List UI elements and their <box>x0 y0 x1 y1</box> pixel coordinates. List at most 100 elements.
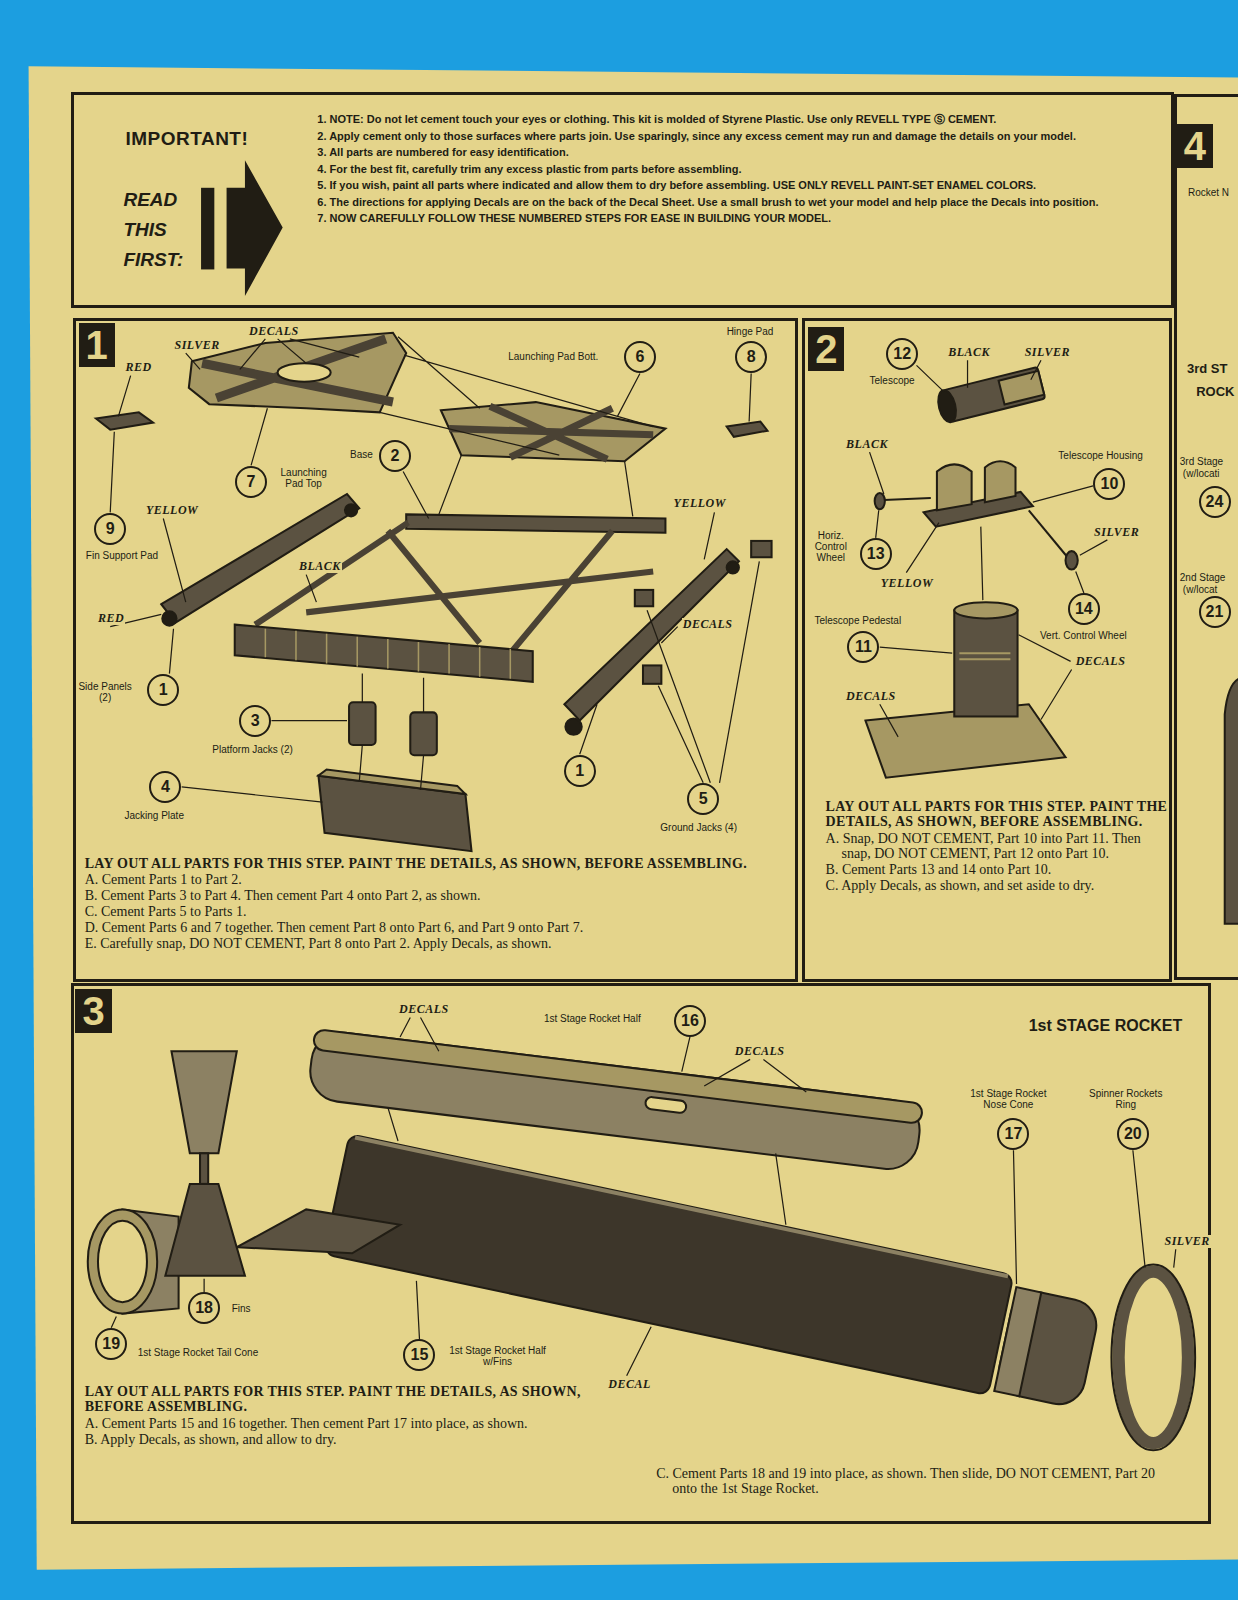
launch-pad-art <box>265 629 510 679</box>
launch-pad-art <box>162 611 176 625</box>
telescope-art <box>865 367 1077 778</box>
instruction-line: B. Cement Parts 13 and 14 onto Part 10. <box>826 862 1168 877</box>
rocket-art <box>88 1209 157 1313</box>
part-name: 1st Stage Rocket Half w/Fins <box>449 1345 546 1367</box>
step-panel: 4 <box>1174 94 1238 980</box>
instruction-line: A. Cement Parts 1 to Part 2. <box>85 872 794 887</box>
launch-pad-art <box>278 363 331 381</box>
step-number: 3 <box>75 989 111 1033</box>
telescope-art <box>999 371 1045 405</box>
color-label: RED <box>125 361 153 374</box>
launch-pad-art <box>235 625 533 682</box>
part-name: (w/locat <box>1182 584 1218 595</box>
part-name: Hinge Pad <box>726 326 775 337</box>
color-label: SILVER <box>1093 526 1140 539</box>
instruction-line: C. Cement Parts 18 and 19 into place, as… <box>656 1466 1182 1496</box>
part-name: 1st Stage Rocket Nose Cone <box>963 1088 1053 1110</box>
telescope-art <box>985 461 1016 502</box>
instruction-line: C. Apply Decals, as shown, and set aside… <box>826 878 1168 893</box>
part-name: Spinner Rockets Ring <box>1085 1088 1167 1110</box>
art-layer <box>29 66 1238 1569</box>
launch-pad-art <box>727 422 768 437</box>
callout-number: 24 <box>1199 486 1231 518</box>
notice-item: 4. For the best fit, carefully trim any … <box>317 163 1169 177</box>
leader-line <box>110 337 759 802</box>
step-heading: LAY OUT ALL PARTS FOR THIS STEP. PAINT T… <box>85 856 794 871</box>
instruction-line: E. Carefully snap, DO NOT CEMENT, Part 8… <box>85 936 794 951</box>
instruction-line: B. Apply Decals, as shown, and allow to … <box>85 1432 621 1447</box>
launch-pad-art <box>349 702 376 745</box>
color-label: DECAL <box>607 1378 652 1391</box>
notice-heading: IMPORTANT! <box>125 128 248 150</box>
launch-pad-art <box>643 665 661 683</box>
leader-line <box>110 337 759 802</box>
color-label: BLACK <box>845 438 889 451</box>
step-heading: LAY OUT ALL PARTS FOR THIS STEP. PAINT T… <box>826 799 1168 829</box>
rocket-art <box>313 1029 923 1124</box>
launch-pad-art <box>727 561 739 573</box>
instruction-line: A. Snap, DO NOT CEMENT, Part 10 into Par… <box>826 831 1168 861</box>
notice-item: 2. Apply cement only to those surfaces w… <box>317 130 1169 144</box>
callout-number: 13 <box>860 538 892 570</box>
part-name: Rocket N <box>1187 187 1230 198</box>
rocket-art <box>237 1209 400 1253</box>
telescope-art <box>959 653 1010 659</box>
part-name: Fins <box>231 1303 252 1314</box>
launch-pad-art <box>751 541 771 557</box>
launch-pad-art <box>410 712 437 755</box>
part-name: (w/locati <box>1182 468 1221 479</box>
rocket-art <box>994 1287 1101 1409</box>
rocket-art <box>88 678 1238 1451</box>
rocket-art <box>994 1287 1101 1409</box>
part-name: 2nd Stage <box>1179 572 1227 583</box>
color-label: SILVER <box>174 339 221 352</box>
color-label: DECALS <box>1075 655 1127 668</box>
part-name: Base <box>349 449 374 460</box>
telescope-art <box>935 367 1045 424</box>
telescope-art <box>1029 510 1068 557</box>
callout-number: 1 <box>147 674 179 706</box>
part-name: Launching Pad Top <box>276 467 332 489</box>
notice-item: 1. NOTE: Do not let cement touch your ey… <box>317 113 1169 127</box>
read-first-arrow <box>227 160 283 296</box>
callout-number: 1 <box>564 755 596 787</box>
telescope-art <box>1066 551 1078 569</box>
callout-number: 9 <box>94 513 126 545</box>
part-name: Fin Support Pad <box>84 550 161 561</box>
instruction-line: A. Cement Parts 15 and 16 together. Then… <box>85 1416 621 1431</box>
step-heading: LAY OUT ALL PARTS FOR THIS STEP. PAINT T… <box>85 1384 621 1414</box>
launch-pad-art <box>96 412 153 429</box>
telescope-art <box>884 498 931 500</box>
callout-number: 21 <box>1199 596 1231 628</box>
rocket-art <box>98 1221 147 1303</box>
leader-line <box>111 1018 1175 1376</box>
launch-pad-art <box>564 549 739 720</box>
partial-heading: 3rd ST <box>1187 361 1227 376</box>
launch-pad-art <box>449 406 653 459</box>
part-name: Telescope Pedestal <box>813 615 902 626</box>
color-label: RED <box>97 612 125 625</box>
launch-pad-art <box>406 514 665 532</box>
instruction-line: C. Cement Parts 5 to Parts 1. <box>85 904 794 919</box>
launch-pad-art <box>189 333 406 413</box>
callout-number: 14 <box>1068 593 1100 625</box>
telescope-art <box>943 367 1045 422</box>
rocket-art <box>171 1051 236 1153</box>
callout-number: 16 <box>674 1005 706 1037</box>
telescope-art <box>954 602 1017 618</box>
part-name: Vert. Control Wheel <box>1039 630 1128 641</box>
section-title: 1st STAGE ROCKET <box>1029 1016 1183 1035</box>
rocket-art <box>645 1096 687 1113</box>
callout-number: 10 <box>1093 468 1125 500</box>
partial-heading: ROCK <box>1196 384 1234 399</box>
rocket-art <box>307 1029 923 1173</box>
color-label: SILVER <box>1163 1235 1210 1248</box>
step-panel: 1LAY OUT ALL PARTS FOR THIS STEP. PAINT … <box>73 318 798 981</box>
part-name: Jacking Plate <box>123 810 184 821</box>
launch-pad-art <box>345 504 357 516</box>
rocket-art <box>324 1134 1013 1395</box>
step-panel: 3 1st STAGE ROCKET LAY OUT ALL PARTS FOR T… <box>71 983 1211 1524</box>
rocket-art <box>1225 678 1238 924</box>
